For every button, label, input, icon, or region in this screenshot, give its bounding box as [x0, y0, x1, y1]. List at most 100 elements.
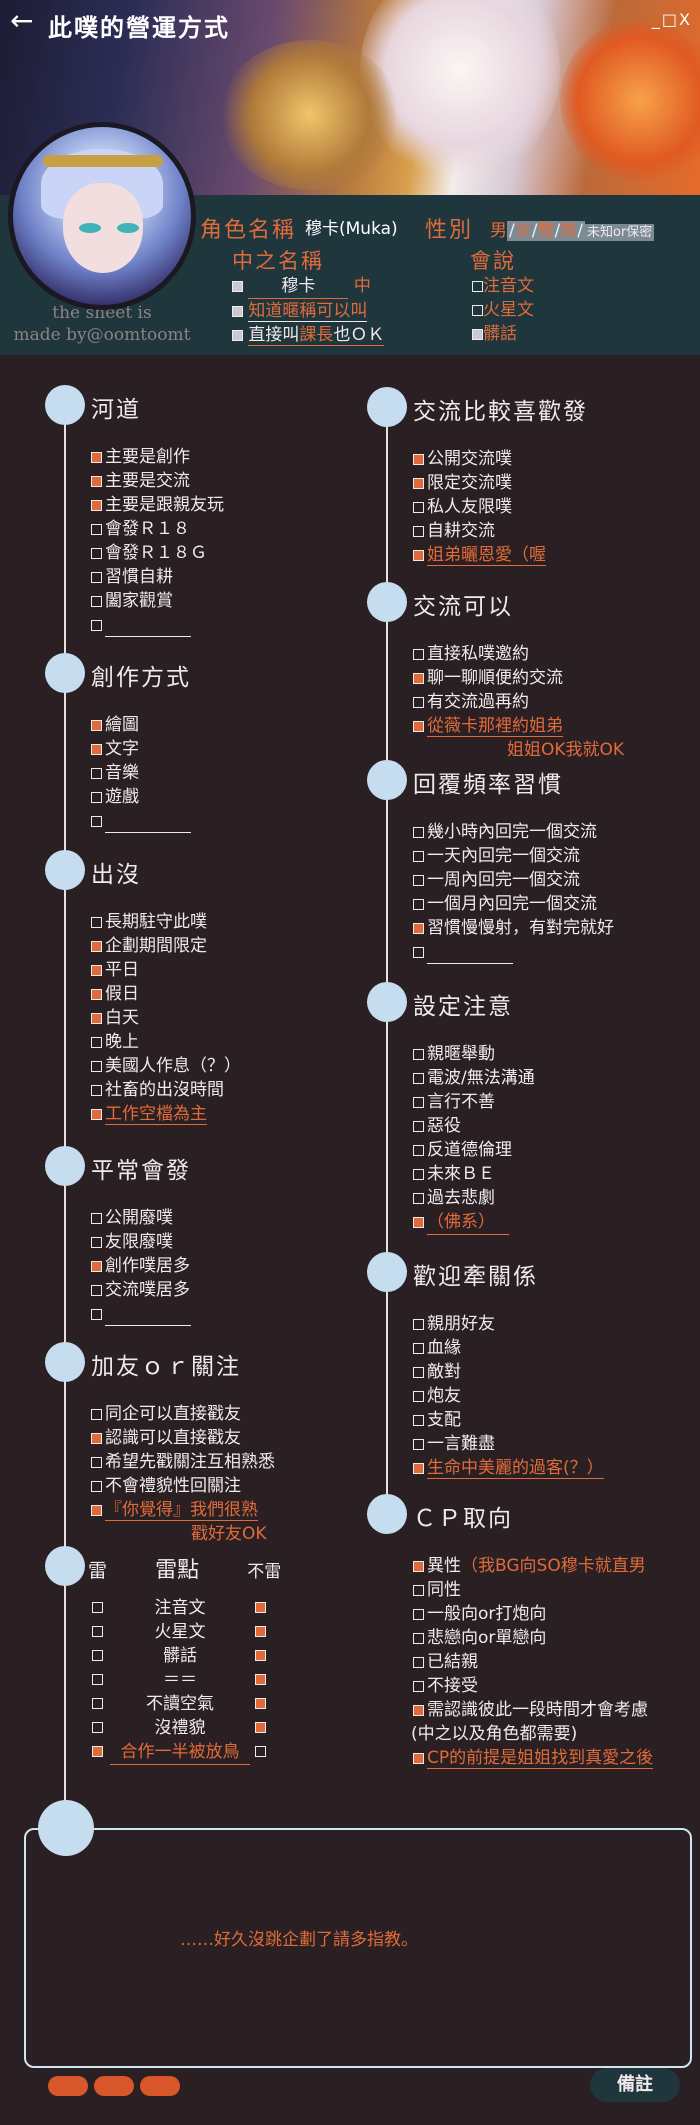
checkbox[interactable]: [413, 898, 424, 910]
checkbox[interactable]: [413, 549, 424, 561]
list-item[interactable]: 遊戲: [91, 785, 191, 809]
mine-row[interactable]: 不讀空氣: [92, 1692, 272, 1716]
list-item[interactable]: 一言難盡: [413, 1432, 604, 1456]
list-item[interactable]: 創作噗居多: [91, 1254, 191, 1278]
checkbox[interactable]: [413, 648, 424, 660]
checkbox-mine[interactable]: [92, 1602, 103, 1613]
checkbox[interactable]: [91, 1432, 102, 1444]
list-item[interactable]: 同企可以直接戳友: [91, 1402, 275, 1426]
checkbox[interactable]: [413, 1318, 424, 1330]
list-item[interactable]: 音樂: [91, 761, 191, 785]
checkbox-not-mine[interactable]: [255, 1674, 266, 1685]
checkbox[interactable]: [232, 280, 243, 292]
gender-male[interactable]: 男: [490, 221, 507, 241]
checkbox[interactable]: [91, 815, 102, 827]
blank-line[interactable]: [105, 620, 191, 637]
checkbox[interactable]: [91, 1504, 102, 1516]
list-item[interactable]: 私人友限噗: [413, 495, 546, 519]
checkbox-not-mine[interactable]: [255, 1746, 266, 1757]
checkbox[interactable]: [413, 946, 424, 958]
list-item[interactable]: 會發Ｒ１８Ｇ: [91, 541, 224, 565]
checkbox-mine[interactable]: [92, 1650, 103, 1661]
checkbox[interactable]: [91, 1408, 102, 1420]
checkbox[interactable]: [413, 1048, 424, 1060]
list-item[interactable]: 聊一聊順便約交流: [413, 666, 624, 690]
checkbox[interactable]: [91, 1108, 102, 1120]
list-item[interactable]: 一個月內回完一個交流: [413, 892, 614, 916]
remarks-box[interactable]: [24, 1828, 692, 2068]
checkbox[interactable]: [91, 1036, 102, 1048]
checkbox[interactable]: [91, 964, 102, 976]
checkbox[interactable]: [91, 940, 102, 952]
checkbox[interactable]: [413, 1144, 424, 1156]
pl-row-name[interactable]: 穆卡 中: [232, 274, 384, 299]
checkbox[interactable]: [91, 475, 102, 487]
list-item[interactable]: 平日: [91, 958, 241, 982]
checkbox[interactable]: [91, 1308, 102, 1320]
list-item[interactable]: 白天: [91, 1006, 241, 1030]
list-item[interactable]: 同性: [413, 1578, 653, 1602]
list-item[interactable]: 需認識彼此一段時間才會考慮: [413, 1698, 653, 1722]
list-item[interactable]: 敵對: [413, 1360, 604, 1384]
checkbox[interactable]: [91, 571, 102, 583]
pl-row-direct[interactable]: 直接叫課長也ＯＫ: [232, 323, 385, 347]
checkbox[interactable]: [413, 1366, 424, 1378]
list-item[interactable]: 炮友: [413, 1384, 604, 1408]
list-item[interactable]: 限定交流噗: [413, 471, 546, 495]
list-item[interactable]: 企劃期間限定: [91, 934, 241, 958]
checkbox[interactable]: [91, 1212, 102, 1224]
checkbox-mine[interactable]: [92, 1746, 103, 1757]
checkbox[interactable]: [413, 672, 424, 684]
checkbox[interactable]: [413, 1168, 424, 1180]
gender-female[interactable]: 女: [514, 221, 532, 241]
checkbox[interactable]: [413, 850, 424, 862]
checkbox[interactable]: [413, 477, 424, 489]
checkbox[interactable]: [232, 329, 243, 341]
pl-row-nickname[interactable]: 知道暱稱可以叫: [232, 299, 384, 323]
list-item[interactable]: 血緣: [413, 1336, 604, 1360]
checkbox[interactable]: [413, 1096, 424, 1108]
checkbox[interactable]: [413, 922, 424, 934]
checkbox[interactable]: [413, 1560, 424, 1572]
checkbox-not-mine[interactable]: [255, 1626, 266, 1637]
list-item[interactable]: [91, 1302, 191, 1326]
checkbox-not-mine[interactable]: [255, 1650, 266, 1661]
list-item[interactable]: 異性（我BG向SO穆卡就直男: [413, 1554, 653, 1578]
list-item[interactable]: 不接受: [413, 1674, 653, 1698]
checkbox[interactable]: [91, 916, 102, 928]
list-item[interactable]: 公開廢噗: [91, 1206, 191, 1230]
list-item[interactable]: 惡役: [413, 1114, 535, 1138]
list-item[interactable]: [91, 613, 224, 637]
list-item[interactable]: 主要是交流: [91, 469, 224, 493]
list-item[interactable]: 公開交流噗: [413, 447, 546, 471]
checkbox[interactable]: [472, 280, 483, 292]
checkbox[interactable]: [413, 1608, 424, 1620]
list-item[interactable]: [413, 940, 614, 964]
checkbox[interactable]: [91, 1236, 102, 1248]
gender-both[interactable]: 雙: [537, 221, 555, 241]
checkbox[interactable]: [413, 1072, 424, 1084]
list-item[interactable]: 言行不善: [413, 1090, 535, 1114]
gender-other[interactable]: 未知or保密: [584, 224, 655, 241]
checkbox[interactable]: [413, 1584, 424, 1596]
checkbox-mine[interactable]: [92, 1626, 103, 1637]
checkbox[interactable]: [413, 1704, 424, 1716]
checkbox[interactable]: [91, 547, 102, 559]
checkbox[interactable]: [91, 1060, 102, 1072]
checkbox[interactable]: [413, 1632, 424, 1644]
list-item[interactable]: 繪圖: [91, 713, 191, 737]
blank-line[interactable]: [105, 816, 191, 833]
mine-row[interactable]: 合作一半被放鳥: [92, 1740, 272, 1765]
checkbox[interactable]: [91, 1260, 102, 1272]
checkbox[interactable]: [413, 1192, 424, 1204]
checkbox[interactable]: [91, 619, 102, 631]
list-item[interactable]: [91, 809, 191, 833]
checkbox[interactable]: [413, 720, 424, 732]
list-item[interactable]: 希望先戳關注互相熟悉: [91, 1450, 275, 1474]
checkbox[interactable]: [232, 305, 243, 317]
pill-button-1[interactable]: [48, 2076, 88, 2096]
checkbox[interactable]: [91, 1284, 102, 1296]
checkbox[interactable]: [413, 1342, 424, 1354]
list-item[interactable]: 悲戀向or單戀向: [413, 1626, 653, 1650]
checkbox[interactable]: [413, 525, 424, 537]
